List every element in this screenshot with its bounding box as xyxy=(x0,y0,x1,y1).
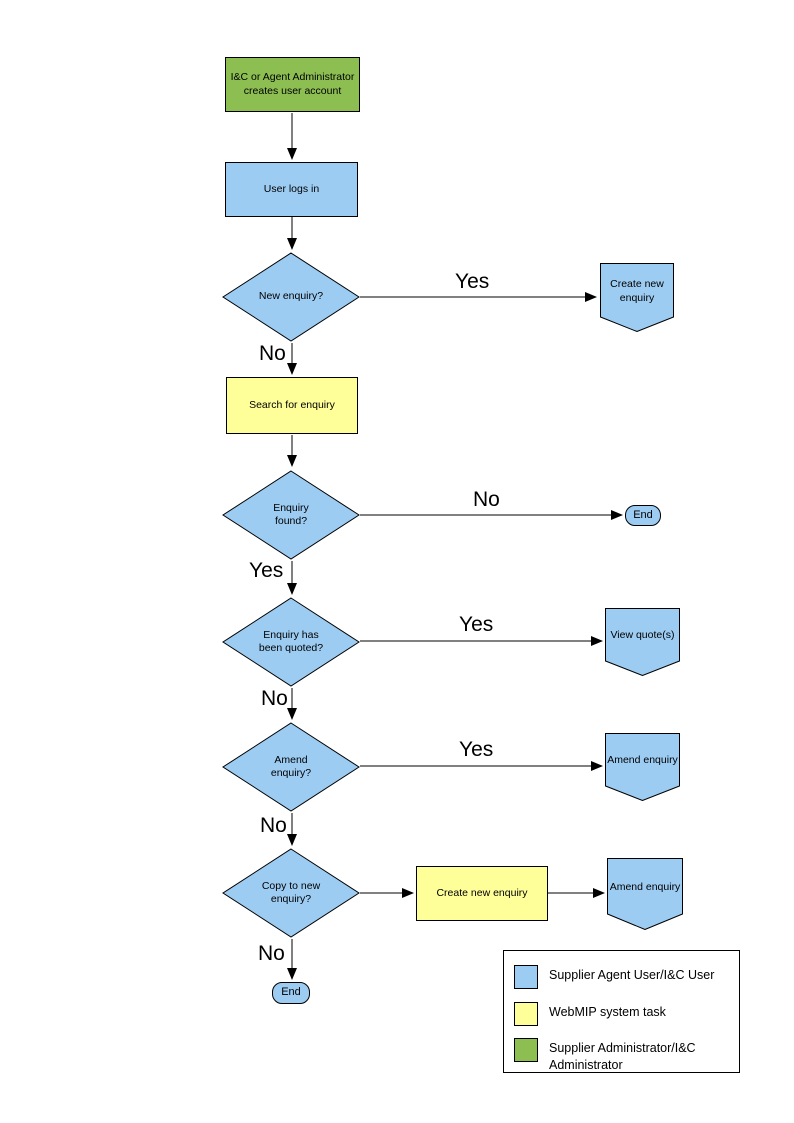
task-label: Create new enquiry xyxy=(436,886,528,899)
offpage-label: Amend enquiry xyxy=(609,881,681,894)
decision-label: Enquiry has been quoted? xyxy=(258,628,324,654)
offpage-amend-enquiry-1: Amend enquiry xyxy=(605,733,680,801)
edge-label-yes: Yes xyxy=(459,613,494,636)
task-search-for-enquiry: Search for enquiry xyxy=(226,377,358,434)
task-create-new-enquiry: Create new enquiry xyxy=(416,866,548,921)
process-label: I&C or Agent Administrator creates user … xyxy=(230,71,355,97)
offpage-label: View quote(s) xyxy=(610,629,675,642)
legend-label: Supplier Administrator/I&C Administrator xyxy=(549,1041,696,1072)
terminator-label: End xyxy=(281,986,301,999)
edge-label-no: No xyxy=(258,942,285,965)
process-admin-creates-account: I&C or Agent Administrator creates user … xyxy=(225,57,360,112)
edge-label-no: No xyxy=(260,814,287,837)
terminator-end-final: End xyxy=(272,982,310,1004)
legend-box: Supplier Agent User/I&C User WebMIP syst… xyxy=(503,950,740,1073)
offpage-label: Amend enquiry xyxy=(607,754,678,767)
legend-swatch-green xyxy=(514,1038,538,1062)
task-label: Search for enquiry xyxy=(249,398,335,411)
pentagon-shape xyxy=(607,858,683,930)
decision-label: New enquiry? xyxy=(258,290,324,303)
edge-label-yes: Yes xyxy=(459,738,494,761)
legend-label: Supplier Agent User/I&C User xyxy=(549,968,715,982)
legend-label: WebMIP system task xyxy=(549,1005,666,1019)
legend-item-supplier-agent-user: Supplier Agent User/I&C User xyxy=(514,965,731,989)
decision-label: Amend enquiry? xyxy=(270,753,312,779)
decision-amend-enquiry: Amend enquiry? xyxy=(222,722,360,812)
diamond-shape xyxy=(222,848,360,938)
decision-label: Copy to new enquiry? xyxy=(261,879,321,905)
process-label: User logs in xyxy=(263,182,320,195)
process-user-logs-in: User logs in xyxy=(225,162,358,217)
pentagon-shape xyxy=(605,733,680,801)
diamond-shape xyxy=(222,252,360,342)
edge-label-no: No xyxy=(261,687,288,710)
legend-item-webmip-task: WebMIP system task xyxy=(514,1002,731,1026)
pentagon-shape xyxy=(600,263,674,332)
edge-label-no: No xyxy=(473,488,500,511)
legend-swatch-yellow xyxy=(514,1002,538,1026)
decision-copy-to-new: Copy to new enquiry? xyxy=(222,848,360,938)
decision-enquiry-quoted: Enquiry has been quoted? xyxy=(222,597,360,687)
offpage-create-new-enquiry: Create new enquiry xyxy=(600,263,674,332)
legend-swatch-blue xyxy=(514,965,538,989)
edge-label-yes: Yes xyxy=(249,559,284,582)
terminator-label: End xyxy=(633,508,653,521)
decision-enquiry-found: Enquiry found? xyxy=(222,470,360,560)
edge-label-yes: Yes xyxy=(455,270,490,293)
diamond-shape xyxy=(222,470,360,560)
pentagon-shape xyxy=(605,608,680,676)
offpage-view-quotes: View quote(s) xyxy=(605,608,680,676)
offpage-amend-enquiry-2: Amend enquiry xyxy=(607,858,683,930)
decision-new-enquiry: New enquiry? xyxy=(222,252,360,342)
diamond-shape xyxy=(222,597,360,687)
legend-item-supplier-administrator: Supplier Administrator/I&C Administrator xyxy=(514,1038,731,1074)
decision-label: Enquiry found? xyxy=(273,501,309,527)
diamond-shape xyxy=(222,722,360,812)
offpage-label: Create new enquiry xyxy=(610,278,664,304)
terminator-end-not-found: End xyxy=(625,505,661,526)
edge-label-no: No xyxy=(259,342,286,365)
